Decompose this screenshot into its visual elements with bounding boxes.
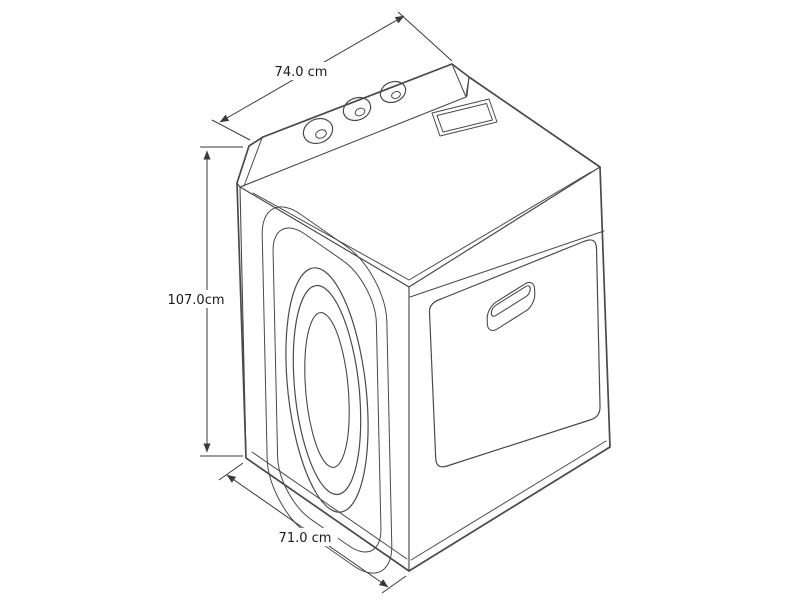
side-seam-line — [409, 230, 605, 298]
top-rim-line — [252, 171, 592, 281]
depth-label-bg — [272, 528, 338, 546]
depth-extension-line-right — [381, 575, 407, 594]
access-panel — [428, 239, 601, 468]
height-label-bg — [162, 290, 231, 308]
width-label-bg — [268, 62, 334, 80]
handle-grip — [491, 284, 530, 318]
depth-label: 71.0 cm — [279, 531, 332, 546]
console-left-facet-line — [243, 137, 263, 187]
knob-pointer — [315, 129, 327, 139]
depth-extension-line-left — [218, 462, 244, 481]
door-window — [303, 299, 351, 482]
width-extension-line-right — [397, 11, 453, 62]
width-extension-line-left — [211, 119, 251, 141]
width-label: 74.0 cm — [275, 65, 328, 80]
dryer-drawing — [236, 63, 611, 593]
dimension-labels: 74.0 cm 107.0cm 71.0 cm — [162, 62, 338, 546]
top-badge-inner — [436, 103, 493, 133]
door-handle — [487, 278, 535, 335]
top-badge — [431, 98, 498, 137]
height-label: 107.0cm — [167, 293, 224, 308]
bottom-rim-right — [410, 440, 607, 561]
console-right-cap-line — [451, 63, 467, 98]
